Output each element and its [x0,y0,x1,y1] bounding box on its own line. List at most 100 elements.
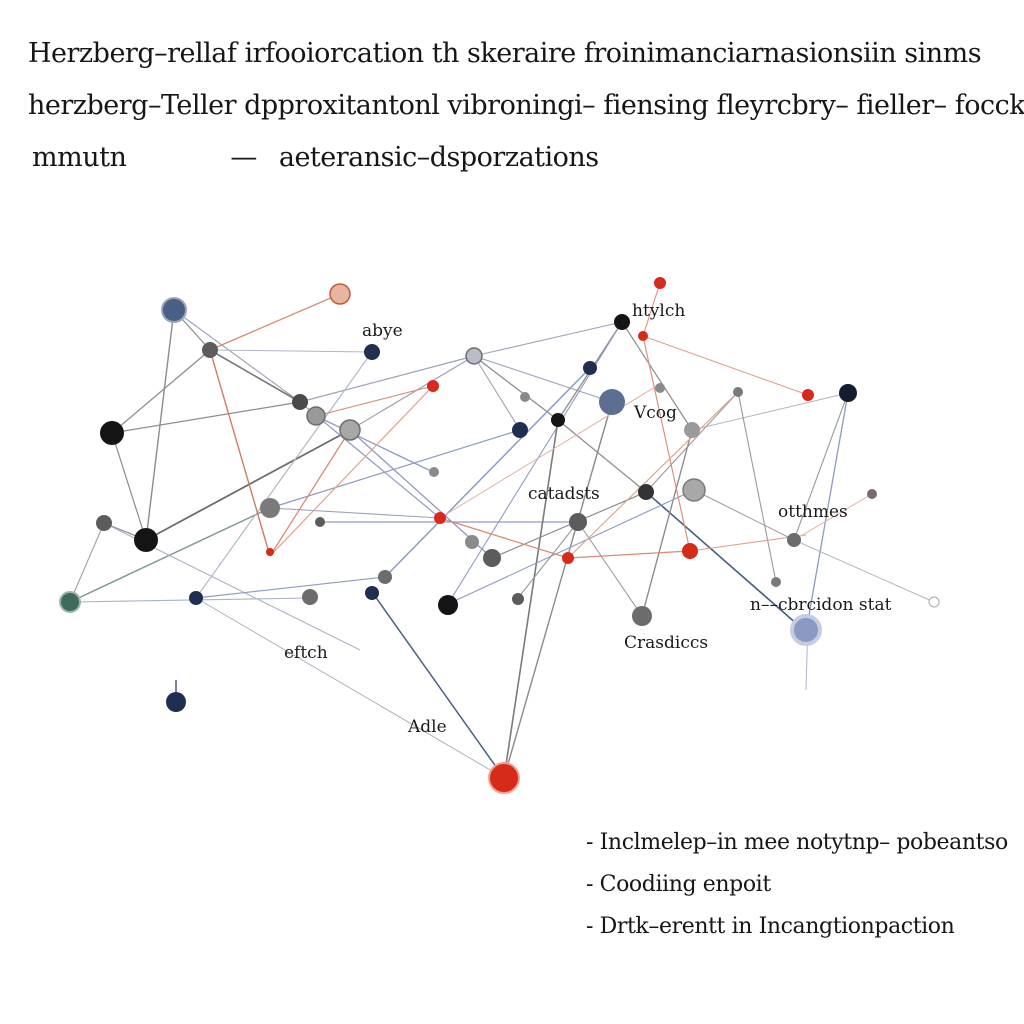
edge [299,355,475,403]
node [802,389,814,401]
edge [111,401,301,434]
node [638,484,654,500]
label-crasdiccs: Crasdiccs [624,633,708,653]
node [292,394,308,410]
edge [173,309,301,403]
node [562,552,574,564]
edge [793,493,873,541]
node [771,577,781,587]
nodes [59,277,940,794]
label-vcog: Vcog [633,403,677,423]
node [434,512,446,524]
label-adle: Adle [407,717,447,737]
edge [642,282,661,337]
edge [209,349,373,353]
edge [209,293,341,351]
note-item: Drtk–erentt in Incangtionpaction [586,906,1006,948]
edge [371,591,506,780]
node [787,533,801,547]
label-otthmes: otthmes [778,502,848,522]
node [427,380,439,392]
node [614,314,630,330]
edge [642,335,691,552]
node [512,422,528,438]
edge [111,349,211,434]
node [583,361,597,375]
node [161,297,187,323]
title-line-1: Herzberg–rellaf irfooiorcation th skerai… [28,38,982,69]
edge [691,392,849,431]
node [928,596,940,608]
node [839,384,857,402]
node [569,513,587,531]
edge [645,391,739,493]
edge [737,391,777,583]
title-dash: — [230,142,257,173]
edge [567,391,739,559]
edge [269,385,434,557]
node [655,383,665,393]
label-abye: abye [362,321,403,341]
node [638,331,648,341]
node [438,595,458,615]
label-stat: n––cbrcidon stat [750,595,892,615]
edge [793,392,849,541]
edge [621,321,693,431]
node [315,517,325,527]
edge [209,349,271,557]
edge [557,419,647,493]
node [365,586,379,600]
node [202,342,218,358]
node [867,489,877,499]
label-catadsts: catadsts [528,484,600,504]
edge [111,432,147,541]
edge [473,321,623,357]
node [733,387,743,397]
edge [269,429,521,509]
edge [384,367,591,578]
node [339,419,361,441]
edge [195,597,505,779]
node [599,389,625,415]
node [520,392,530,402]
edge [641,429,693,617]
note-item: Coodiing enpoit [586,864,1006,906]
node [302,589,318,605]
edge [439,517,569,559]
edge [567,550,691,559]
edge [689,534,807,552]
edge [69,522,105,603]
node [189,591,203,605]
node [512,593,524,605]
node [166,692,186,712]
node [260,498,280,518]
title-line-3: mmutn — aeteransic–dsporzations [28,132,1008,184]
edge [517,521,579,599]
node [790,614,822,646]
edge [69,507,271,603]
node [378,570,392,584]
title-line-3-end: aeteransic–dsporzations [278,142,599,173]
diagram-title: Herzberg–rellaf irfooiorcation th skerai… [28,28,1024,184]
edge [349,355,475,431]
note-item: Inclmelep–in mee notytnp– pobeantso [586,822,1009,864]
node [429,467,439,477]
edge [269,429,351,557]
edge [473,355,559,421]
edge [793,539,935,603]
node [551,413,565,427]
node [684,422,700,438]
node [465,535,479,549]
node [483,549,501,567]
node-labels: abye htylch Vcog catadsts otthmes n––cbr… [284,301,892,737]
edge [145,429,351,541]
node [682,478,706,502]
title-line-3-start: mmutn [32,142,127,173]
node [59,591,81,613]
title-line-2: herzberg–Teller dpproxitantonl vibroning… [28,90,1024,121]
edge [473,355,521,431]
node [134,528,158,552]
edge [473,355,613,403]
node [306,406,326,426]
node [329,283,351,305]
